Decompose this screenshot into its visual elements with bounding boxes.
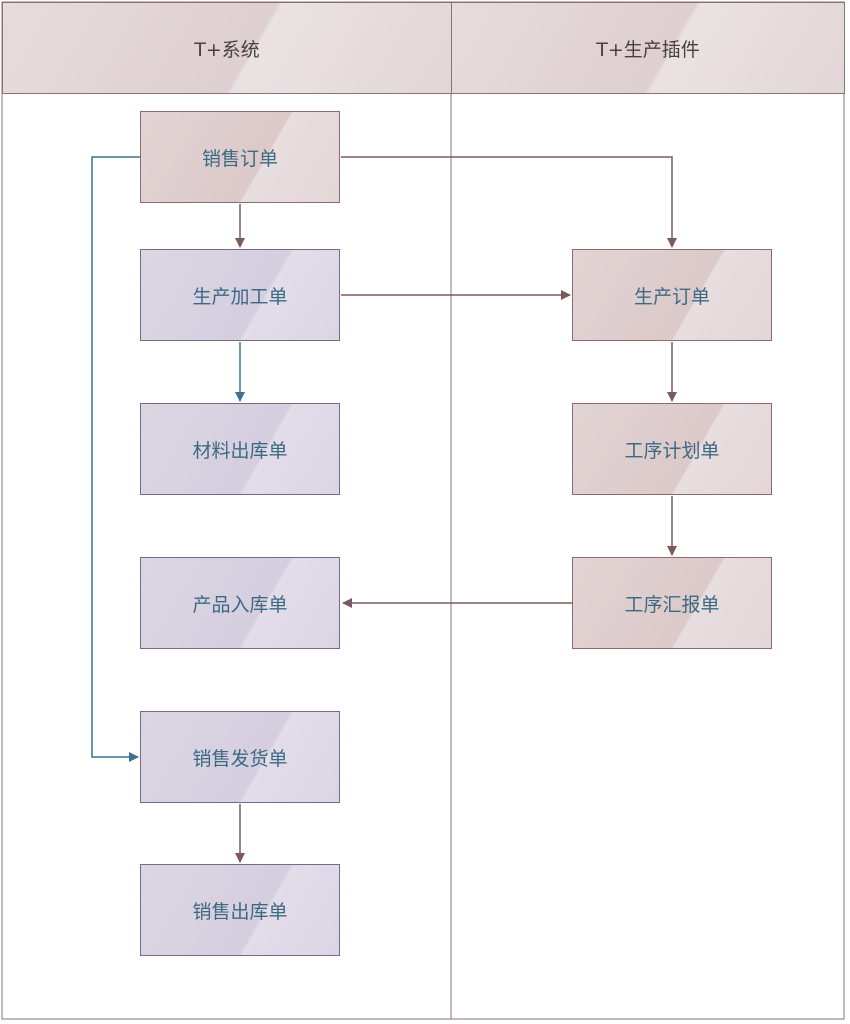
edge-sales-order-to-production-order <box>341 156 677 248</box>
node-label: 销售发货单 <box>192 747 288 770</box>
node-production-order[interactable]: 生产订单 <box>572 249 772 341</box>
node-label: 材料出库单 <box>192 439 288 462</box>
node-process-plan-order[interactable]: 工序计划单 <box>572 403 772 495</box>
lane-tplus-production-plugin-frame <box>450 1 845 1020</box>
node-label: 工序计划单 <box>624 439 720 462</box>
lane-title: T+系统 <box>194 38 260 61</box>
lane-title: T+生产插件 <box>596 38 700 61</box>
node-label: 生产加工单 <box>192 285 288 308</box>
node-production-processing-order[interactable]: 生产加工单 <box>140 249 340 341</box>
node-label: 销售出库单 <box>192 900 288 923</box>
lane-header-tplus-system: T+系统 <box>2 2 452 94</box>
node-product-receipt-order[interactable]: 产品入库单 <box>140 557 340 649</box>
lane-header-tplus-production-plugin: T+生产插件 <box>451 2 845 94</box>
edge-sales-order-to-sales-delivery <box>91 156 140 762</box>
node-sales-delivery-order[interactable]: 销售发货单 <box>140 711 340 803</box>
node-sales-outbound-order[interactable]: 销售出库单 <box>140 864 340 956</box>
node-process-report-order[interactable]: 工序汇报单 <box>572 557 772 649</box>
node-material-issue-order[interactable]: 材料出库单 <box>140 403 340 495</box>
node-label: 产品入库单 <box>192 593 288 616</box>
node-sales-order[interactable]: 销售订单 <box>140 111 340 203</box>
node-label: 工序汇报单 <box>624 593 720 616</box>
node-label: 销售订单 <box>201 147 278 170</box>
node-label: 生产订单 <box>633 285 710 308</box>
